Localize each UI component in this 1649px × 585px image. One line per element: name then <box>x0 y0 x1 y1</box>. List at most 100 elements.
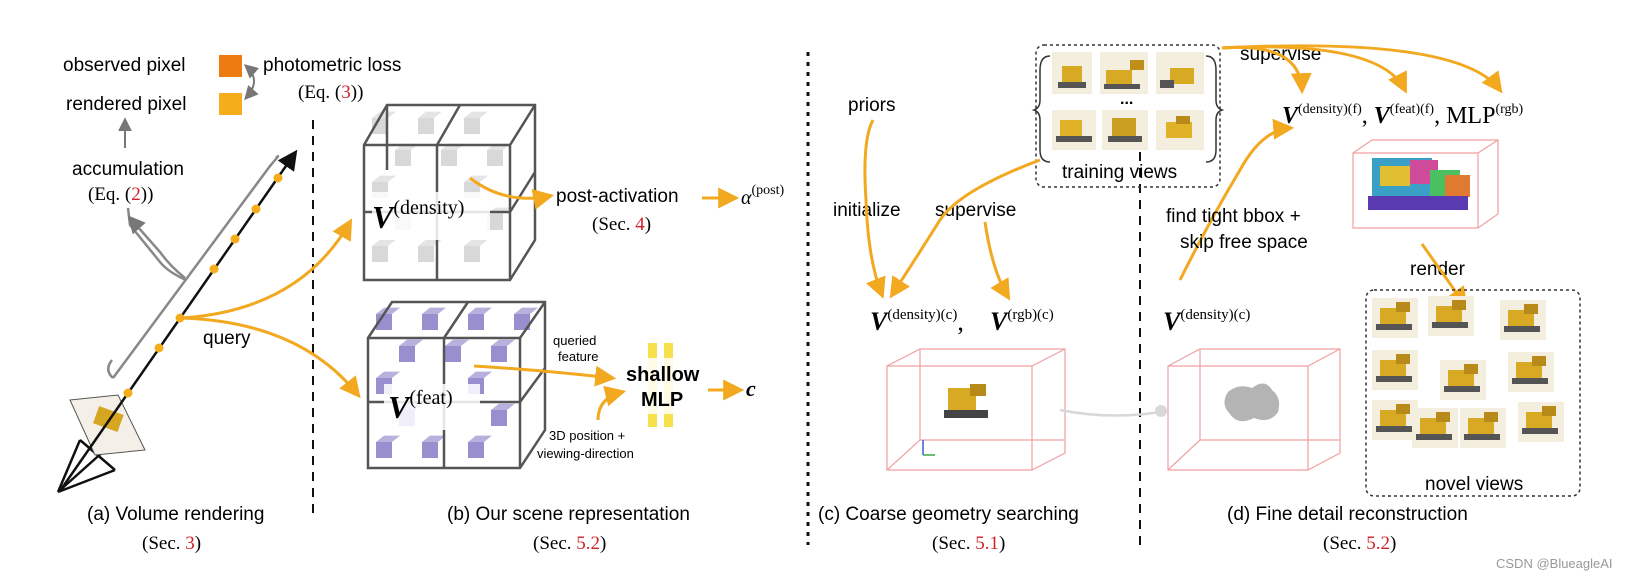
voxel-cube <box>487 143 511 166</box>
voxel-cube <box>372 239 396 262</box>
novel-view-thumbnail <box>1500 300 1546 340</box>
novel-view-thumbnails <box>1372 296 1564 448</box>
alpha-post-label: α(post) <box>741 183 785 209</box>
priors-label: priors <box>848 95 896 116</box>
coarse-silhouette-bbox <box>1167 348 1341 471</box>
link-coarse-fine <box>1059 408 1161 417</box>
novel-views-box: novel views <box>1365 289 1581 497</box>
ray-sample <box>273 173 283 183</box>
panel-c-caption: (c) Coarse geometry searching <box>818 504 1079 525</box>
novel-view-thumbnail <box>1460 408 1506 448</box>
fine-bbox <box>1352 139 1499 229</box>
accumulation-connector <box>127 215 186 279</box>
density-grid: V(density) <box>362 103 537 282</box>
observed-pixel-swatch <box>219 55 242 77</box>
coarse-axes <box>922 440 935 456</box>
camera-frustum <box>56 394 146 494</box>
rendered-pixel-swatch <box>219 93 242 115</box>
ray-sample <box>230 234 240 244</box>
thumbnail <box>1052 52 1092 94</box>
photometric-loss-label: photometric loss <box>263 55 401 76</box>
accumulation-eq: (Eq. (2)) <box>88 184 153 205</box>
rendered-pixel-label: rendered pixel <box>66 94 186 115</box>
arrow-queried-feature <box>473 364 617 387</box>
accumulation-label: accumulation <box>72 159 184 180</box>
query-arrow-density <box>181 218 353 320</box>
novel-view-thumbnail <box>1518 402 1564 442</box>
post-activation-sec: (Sec. 4) <box>592 214 651 235</box>
arrow-priors-initialize <box>863 119 886 299</box>
voxel-cube <box>441 143 465 166</box>
ray-sample <box>209 264 219 274</box>
training-views-box: ... training views <box>1031 44 1225 188</box>
voxel-cube <box>399 339 423 362</box>
ray-sample <box>154 343 164 353</box>
panel-d: supervise V(density)(f), V(feat)(f), MLP… <box>1163 44 1581 554</box>
density-silhouette <box>1224 383 1280 422</box>
arrow-post-activation <box>469 176 555 210</box>
novel-views-label: novel views <box>1425 474 1523 495</box>
thumbnail <box>1100 52 1148 94</box>
thumbnail <box>1156 110 1204 150</box>
query-arrow-feat <box>181 316 361 399</box>
voxel-cube <box>464 111 488 134</box>
arrow-find-bbox <box>1178 118 1295 281</box>
fine-voxel-model <box>1368 158 1470 210</box>
queried-label: queried <box>553 333 596 348</box>
voxel-cube <box>376 435 400 458</box>
voxel-cube <box>464 239 488 262</box>
voxel-cube <box>468 307 492 330</box>
find-bbox-line2: skip free space <box>1180 232 1308 253</box>
thumbnail <box>1102 110 1148 150</box>
panel-d-caption: (d) Fine detail reconstruction <box>1227 504 1468 525</box>
novel-view-thumbnail <box>1412 408 1458 448</box>
link-node <box>1155 405 1167 417</box>
image-plane-content <box>93 406 124 432</box>
training-views-ellipsis: ... <box>1120 91 1133 108</box>
coarse-lego-thumbnail <box>944 384 988 418</box>
sample-brace <box>107 155 280 379</box>
voxel-cube <box>418 111 442 134</box>
feature-label: feature <box>558 349 598 364</box>
feature-voxels <box>376 307 538 458</box>
watermark: CSDN @BlueagleAI <box>1496 556 1613 571</box>
density-grid-label: V(density) <box>372 197 464 235</box>
panel-c: ... training views priors initialize sup… <box>818 44 1225 554</box>
left-brace <box>1031 55 1051 163</box>
ray-sample <box>175 313 185 323</box>
panel-d-sec: (Sec. 5.2) <box>1323 533 1396 554</box>
panel-b-caption: (b) Our scene representation <box>447 504 690 525</box>
c-output: c <box>746 376 756 401</box>
panel-a-sec: (Sec. 3) <box>142 533 201 554</box>
voxel-cube <box>422 435 446 458</box>
novel-view-thumbnail <box>1428 296 1474 336</box>
arrow-supervise-rgb <box>983 221 1011 301</box>
voxel-cube <box>468 435 492 458</box>
v-density-c-input-label: V(density)(c) <box>1163 307 1250 336</box>
feature-grid-label: V(feat) <box>388 387 453 425</box>
ray-samples <box>123 173 283 398</box>
v-rgb-c-label: V(rgb)(c) <box>990 307 1054 336</box>
voxel-cube <box>445 339 469 362</box>
panel-a: observed pixel rendered pixel photometri… <box>56 55 401 554</box>
training-views-label: training views <box>1062 162 1177 183</box>
observed-pixel-label: observed pixel <box>63 55 186 76</box>
right-brace <box>1205 55 1225 163</box>
position-label: 3D position + <box>549 428 625 443</box>
panel-c-sec: (Sec. 5.1) <box>932 533 1005 554</box>
thumbnail <box>1156 52 1204 94</box>
ray-sample <box>123 388 133 398</box>
novel-view-thumbnail <box>1440 360 1486 400</box>
voxel-cube <box>418 239 442 262</box>
voxel-cube <box>491 339 515 362</box>
training-view-thumbnails: ... <box>1052 52 1204 150</box>
mlp-label: MLP <box>641 389 683 411</box>
post-activation-label: post-activation <box>556 186 679 207</box>
panel-a-caption: (a) Volume rendering <box>87 504 264 525</box>
arrow-position-input <box>596 385 627 421</box>
novel-view-thumbnail <box>1372 400 1418 440</box>
query-label: query <box>203 328 251 349</box>
arrow-supervise-fine-3 <box>1221 44 1503 94</box>
viewing-direction-label: viewing-direction <box>537 446 634 461</box>
